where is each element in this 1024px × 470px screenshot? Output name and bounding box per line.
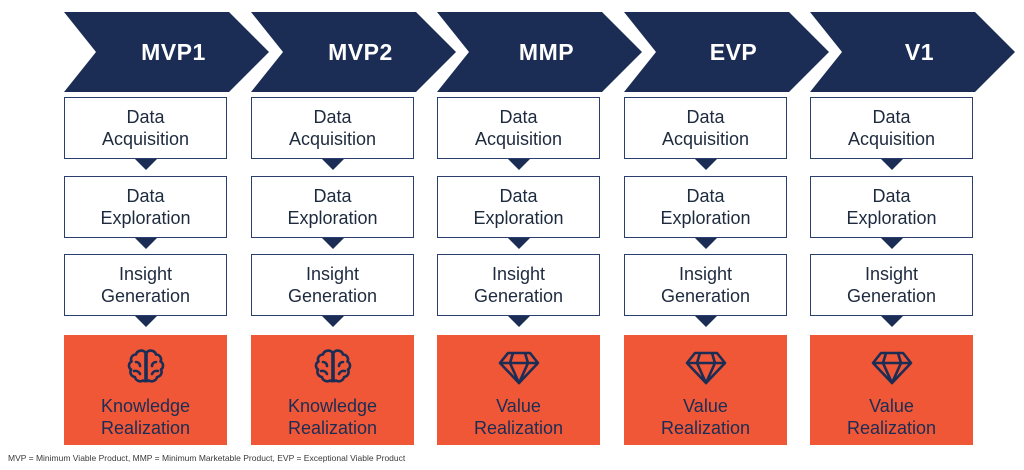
realization-box: Knowledge Realization	[64, 335, 227, 445]
diamond-icon	[684, 345, 728, 389]
flow-arrow-icon	[321, 316, 344, 327]
flow-arrow-icon	[507, 238, 530, 249]
step-box: Data Acquisition	[437, 97, 600, 159]
step-box: Insight Generation	[437, 254, 600, 316]
step-label: Insight Generation	[846, 264, 937, 306]
step-box: Insight Generation	[251, 254, 414, 316]
flow-arrow-icon	[134, 238, 157, 249]
step-label: Insight Generation	[473, 264, 564, 306]
chevron-shape	[64, 12, 269, 92]
step-box: Insight Generation	[64, 254, 227, 316]
flow-arrow-icon	[507, 159, 530, 170]
step-label: Data Acquisition	[847, 107, 936, 149]
flow-arrow-icon	[880, 316, 903, 327]
flow-arrow-icon	[507, 316, 530, 327]
stage-label: MVP1	[141, 38, 206, 65]
realization-box: Value Realization	[437, 335, 600, 445]
step-box: Insight Generation	[624, 254, 787, 316]
step-label: Data Exploration	[846, 186, 937, 228]
step-box: Data Acquisition	[810, 97, 973, 159]
stage-label: V1	[904, 38, 935, 65]
chevron-shape	[437, 12, 642, 92]
flow-arrow-icon	[134, 316, 157, 327]
stage-label: MMP	[518, 38, 575, 65]
step-label: Data Exploration	[287, 186, 378, 228]
realization-label: Knowledge Realization	[287, 396, 378, 438]
chevron-polygon	[251, 12, 456, 92]
realization-box: Value Realization	[810, 335, 973, 445]
flow-arrow-icon	[134, 159, 157, 170]
stage-chevron-mvp1: MVP1	[64, 12, 269, 92]
step-label: Data Exploration	[660, 186, 751, 228]
step-box: Data Exploration	[810, 176, 973, 238]
realization-box: Knowledge Realization	[251, 335, 414, 445]
brain-icon	[124, 345, 168, 389]
step-box: Data Exploration	[251, 176, 414, 238]
stage-chevron-mmp: MMP	[437, 12, 642, 92]
flow-arrow-icon	[694, 238, 717, 249]
diamond-icon	[497, 345, 541, 389]
step-label: Data Acquisition	[288, 107, 377, 149]
diamond-icon	[870, 345, 914, 389]
realization-label: Value Realization	[846, 396, 937, 438]
step-box: Data Exploration	[437, 176, 600, 238]
stage-chevron-evp: EVP	[624, 12, 829, 92]
flow-arrow-icon	[694, 316, 717, 327]
step-box: Data Acquisition	[251, 97, 414, 159]
chevron-polygon	[64, 12, 269, 92]
flow-arrow-icon	[880, 159, 903, 170]
realization-label: Value Realization	[660, 396, 751, 438]
chevron-polygon	[624, 12, 829, 92]
step-label: Data Acquisition	[474, 107, 563, 149]
flow-arrow-icon	[880, 238, 903, 249]
step-label: Data Acquisition	[661, 107, 750, 149]
flow-arrow-icon	[694, 159, 717, 170]
step-label: Insight Generation	[287, 264, 378, 306]
chevron-shape	[251, 12, 456, 92]
stage-label: MVP2	[328, 38, 393, 65]
step-label: Data Exploration	[473, 186, 564, 228]
step-box: Data Exploration	[624, 176, 787, 238]
realization-label: Knowledge Realization	[100, 396, 191, 438]
step-box: Data Acquisition	[624, 97, 787, 159]
step-label: Data Exploration	[100, 186, 191, 228]
flow-arrow-icon	[321, 159, 344, 170]
chevron-shape	[624, 12, 829, 92]
footnote: MVP = Minimum Viable Product, MMP = Mini…	[8, 453, 406, 463]
brain-icon	[311, 345, 355, 389]
stage-chevron-mvp2: MVP2	[251, 12, 456, 92]
chevron-polygon	[810, 12, 1015, 92]
step-box: Insight Generation	[810, 254, 973, 316]
flow-arrow-icon	[321, 238, 344, 249]
chevron-shape	[810, 12, 1015, 92]
step-label: Insight Generation	[100, 264, 191, 306]
stage-chevron-v1: V1	[810, 12, 1015, 92]
realization-box: Value Realization	[624, 335, 787, 445]
step-label: Data Acquisition	[101, 107, 190, 149]
step-box: Data Exploration	[64, 176, 227, 238]
stage-label: EVP	[709, 38, 758, 65]
step-box: Data Acquisition	[64, 97, 227, 159]
step-label: Insight Generation	[660, 264, 751, 306]
realization-label: Value Realization	[473, 396, 564, 438]
chevron-polygon	[437, 12, 642, 92]
